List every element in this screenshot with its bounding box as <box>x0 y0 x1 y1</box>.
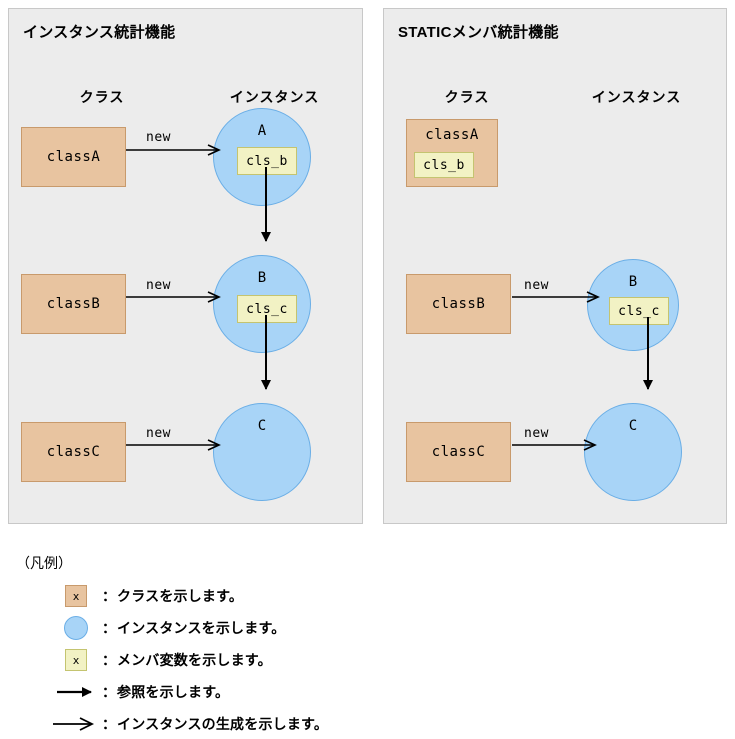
open-arrow-icon <box>50 712 102 736</box>
member-box-label: cls_b <box>246 153 288 169</box>
member-box-icon: x <box>50 648 102 672</box>
column-header-class-right: クラス <box>444 89 490 105</box>
legend-text: メンバ変数を示します。 <box>117 652 272 668</box>
class-box-classA-left[interactable]: classA <box>21 127 126 187</box>
legend-title: （凡例） <box>16 555 72 571</box>
panel-instance-stats: インスタンス統計機能 クラス インスタンス classA new A cls_b… <box>8 8 363 524</box>
arrow-label-new-3-right: new <box>524 426 549 441</box>
instance-label: B <box>628 274 638 290</box>
legend-item-member: x ： メンバ変数を示します。 <box>50 647 272 673</box>
member-box-label: cls_c <box>618 303 660 319</box>
legend-text: インスタンスを示します。 <box>117 620 286 636</box>
instance-label: C <box>628 418 638 434</box>
legend-text: 参照を示します。 <box>117 684 230 700</box>
panel-title-instance-stats: インスタンス統計機能 <box>23 24 176 41</box>
class-box-label: classA <box>425 127 479 143</box>
legend-colon: ： <box>102 652 116 668</box>
instance-label: B <box>257 270 267 286</box>
panel-static-member-stats: STATICメンバ統計機能 クラス インスタンス classA cls_b cl… <box>383 8 727 524</box>
class-box-classC-left[interactable]: classC <box>21 422 126 482</box>
member-box-label: cls_c <box>246 301 288 317</box>
class-box-icon: x <box>50 584 102 608</box>
instance-circle-C-left[interactable]: C <box>213 403 311 501</box>
member-box-cls_c-left[interactable]: cls_c <box>237 295 297 323</box>
instance-circle-icon <box>50 616 102 640</box>
legend-colon: ： <box>102 588 116 604</box>
class-box-label: classC <box>46 444 101 460</box>
marker-letter: x <box>72 653 80 667</box>
class-box-label: classC <box>431 444 486 460</box>
legend-colon: ： <box>102 620 116 636</box>
class-box-classB-right[interactable]: classB <box>406 274 511 334</box>
legend-colon: ： <box>102 716 116 732</box>
column-header-class-left: クラス <box>79 89 125 105</box>
panel-title-static-member-stats: STATICメンバ統計機能 <box>398 24 559 41</box>
instance-circle-C-right[interactable]: C <box>584 403 682 501</box>
legend: （凡例） x ： クラスを示します。 ： インスタンスを示します。 x ： メン… <box>0 523 735 739</box>
arrow-label-new-3-left: new <box>146 426 171 441</box>
column-header-instance-right: インスタンス <box>591 89 682 105</box>
class-box-label: classA <box>46 149 101 165</box>
legend-item-reference: ： 参照を示します。 <box>50 679 229 705</box>
legend-colon: ： <box>102 684 116 700</box>
legend-text: インスタンスの生成を示します。 <box>117 716 329 732</box>
member-box-cls_b-right[interactable]: cls_b <box>414 152 474 178</box>
column-header-instance-left: インスタンス <box>229 89 320 105</box>
class-box-classC-right[interactable]: classC <box>406 422 511 482</box>
instance-label: C <box>257 418 267 434</box>
solid-arrow-icon <box>50 680 102 704</box>
legend-item-class: x ： クラスを示します。 <box>50 583 243 609</box>
marker-letter: x <box>72 589 80 603</box>
member-box-cls_c-right[interactable]: cls_c <box>609 297 669 325</box>
arrow-label-new-1-left: new <box>146 130 171 145</box>
arrow-label-new-2-right: new <box>524 278 549 293</box>
legend-text: クラスを示します。 <box>117 588 244 604</box>
class-box-label: classB <box>431 296 486 312</box>
member-box-cls_b-left[interactable]: cls_b <box>237 147 297 175</box>
class-box-label: classB <box>46 296 101 312</box>
member-box-label: cls_b <box>423 157 465 173</box>
arrow-label-new-2-left: new <box>146 278 171 293</box>
legend-item-creation: ： インスタンスの生成を示します。 <box>50 711 328 737</box>
class-box-classB-left[interactable]: classB <box>21 274 126 334</box>
class-box-classA-right[interactable]: classA cls_b <box>406 119 498 187</box>
legend-item-instance: ： インスタンスを示します。 <box>50 615 285 641</box>
instance-label: A <box>257 123 267 139</box>
